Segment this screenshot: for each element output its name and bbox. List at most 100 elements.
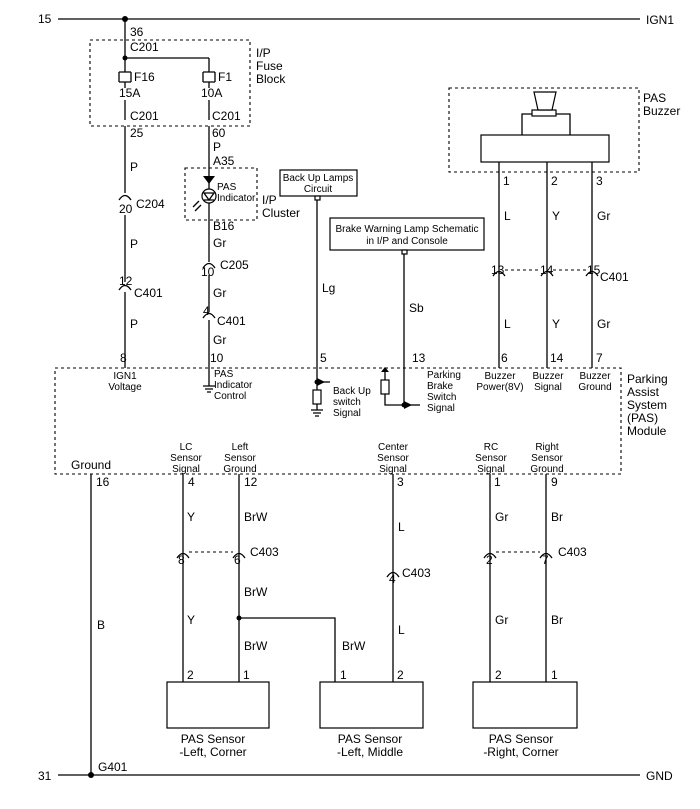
module-title-5: Module (627, 424, 667, 438)
backup-wire-color: Lg (322, 281, 335, 295)
module-title-3: System (627, 398, 667, 412)
indicator-rays-icon (192, 200, 202, 212)
module-buzzer-ground-2: Ground (578, 382, 611, 393)
brake-switch-top-icon (381, 367, 389, 372)
buzzer-outline (448, 87, 640, 173)
lm-ground-wire (239, 617, 336, 682)
fuse-f1-rating: 10A (201, 86, 222, 100)
module-lc-signal-1: LC (180, 442, 193, 453)
buzzer-pin-3: 3 (596, 174, 603, 188)
backup-signal-2: switch (333, 397, 361, 408)
c204-label: C204 (136, 197, 165, 211)
sensor-left-middle-name-1: PAS Sensor (338, 732, 402, 746)
ign-wire-color-2: P (130, 237, 138, 251)
buzzer-speaker-icon (521, 113, 571, 135)
fuse-f1-icon (202, 71, 216, 88)
fuse-block-title-3: Block (256, 72, 286, 86)
c204-pin: 20 (119, 202, 133, 216)
module-rc-signal-3: Signal (477, 464, 505, 475)
module-right-ground-2: Sensor (531, 453, 563, 464)
backup-signal-3: Signal (333, 408, 361, 419)
c401-ind-connector-icon (202, 312, 216, 319)
indicator-wire-color-1: Gr (213, 236, 226, 250)
c401-buzzer-pin-2: 14 (540, 263, 554, 277)
ip-cluster-label-1: I/P (262, 193, 277, 207)
lg-wire-color-1: BrW (244, 510, 268, 524)
backup-signal-1: Back Up (333, 386, 371, 397)
module-pin-signal: 14 (550, 351, 564, 365)
module-rc-signal-2: Sensor (475, 453, 507, 464)
indicator-led-icon (202, 192, 216, 202)
brake-warning-line-1: Brake Warning Lamp Schematic (335, 224, 478, 235)
buzzer-title-1: PAS (643, 91, 666, 105)
gnd-rail-label: GND (646, 769, 673, 783)
c204-connector-icon (118, 194, 132, 201)
c403-right-connector-1-icon (483, 552, 497, 559)
backup-lamps-box (279, 169, 358, 197)
brake-signal-4: Signal (427, 403, 455, 414)
c403-left-connector-2-icon (232, 552, 246, 559)
fuse-f16-icon (118, 71, 132, 88)
backup-resistor-icon (312, 389, 322, 405)
ip-cluster-outline (184, 167, 258, 221)
sensor-right-corner-name-2: -Right, Corner (483, 745, 558, 759)
buzzer-color-top-2: Y (552, 209, 560, 223)
fuse-f16-rating: 15A (119, 86, 140, 100)
buzzer-horn-base-icon (531, 109, 557, 117)
module-ind-label-1: PAS (214, 369, 234, 380)
module-pin-lg: 12 (244, 475, 258, 489)
module-pin-bground: 7 (596, 351, 603, 365)
ground-wire-color: B (97, 618, 105, 632)
rc-wire-color-2: Gr (495, 613, 508, 627)
lc-wire-color-1: Y (187, 510, 195, 524)
module-buzzer-power-2: Power(8V) (476, 382, 523, 393)
fuse-block-top-pin: 36 (130, 25, 144, 39)
brake-warning-box (329, 217, 485, 251)
module-left-ground-2: Sensor (224, 453, 256, 464)
module-title-1: Parking (627, 372, 668, 386)
indicator-label-2: Indicator (217, 193, 256, 204)
c401-ind-label: C401 (217, 314, 246, 328)
fuse-block-title-2: Fuse (256, 59, 283, 73)
rg-wire-color-1: Br (551, 510, 563, 524)
fuse-block-title-1: I/P (256, 46, 271, 60)
brake-signal-3: Switch (427, 392, 456, 403)
c403-right-label: C403 (558, 545, 587, 559)
buzzer-title-2: Buzzer (643, 104, 680, 118)
module-left-ground-3: Ground (223, 464, 256, 475)
ip-cluster-label-2: Cluster (262, 206, 300, 220)
sensor-right-corner-name-1: PAS Sensor (489, 732, 553, 746)
module-right-ground-1: Right (535, 442, 559, 453)
c401-buzzer-connector-3-icon (585, 270, 599, 277)
fuse-right-pin: 60 (212, 126, 226, 140)
c403-left-pin-2: 6 (234, 553, 241, 567)
sensor-left-corner-name-1: PAS Sensor (181, 732, 245, 746)
ign1-rail-label: IGN1 (646, 13, 674, 27)
sensor-left-middle-pin-a: 1 (340, 668, 347, 682)
fuse-block-top-conn: C201 (130, 40, 159, 54)
module-ign-label-2: Voltage (108, 382, 142, 393)
sensor-left-middle-pin-b: 2 (397, 668, 404, 682)
c401-buzzer-connector-2-icon (540, 270, 554, 277)
indicator-label-1: PAS (217, 182, 237, 193)
indicator-ground-icon (203, 385, 215, 393)
gnd-rail-number: 31 (38, 769, 52, 783)
indicator-wire-color-2: Gr (213, 286, 226, 300)
ign1-rail-number: 15 (38, 12, 52, 26)
c403-left-connector-1-icon (176, 552, 190, 559)
module-pin-power: 6 (501, 351, 508, 365)
buzzer-body (480, 134, 610, 163)
sensor-right-corner-pin-b: 1 (551, 668, 558, 682)
fuse-left-conn: C201 (130, 109, 159, 123)
module-ign-label-1: IGN1 (113, 371, 137, 382)
module-rc-signal-1: RC (484, 442, 498, 453)
buzzer-pin-1: 1 (503, 174, 510, 188)
center-wire-color-1: L (398, 520, 405, 534)
module-pin-center: 3 (397, 475, 404, 489)
module-pin-rg: 9 (551, 475, 558, 489)
c403-left-pin-1: 8 (178, 553, 185, 567)
c205-connector-icon (202, 262, 216, 269)
backup-lamps-line-2: Circuit (304, 184, 333, 195)
c403-center-connector-icon (386, 571, 400, 578)
